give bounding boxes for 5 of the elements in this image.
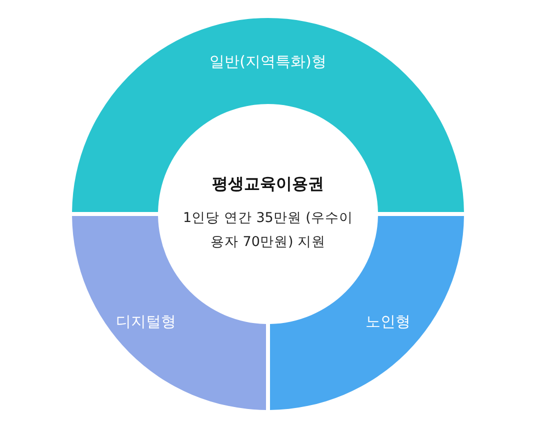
segment-label: 디지털형 [116,312,176,332]
center-description: 1인당 연간 35만원 (우수이용자 70만원) 지원 [182,208,354,252]
segment-label: 노인형 [366,312,410,332]
center-title: 평생교육이용권 [212,174,324,195]
segment-label: 일반(지역특화)형 [210,52,326,72]
